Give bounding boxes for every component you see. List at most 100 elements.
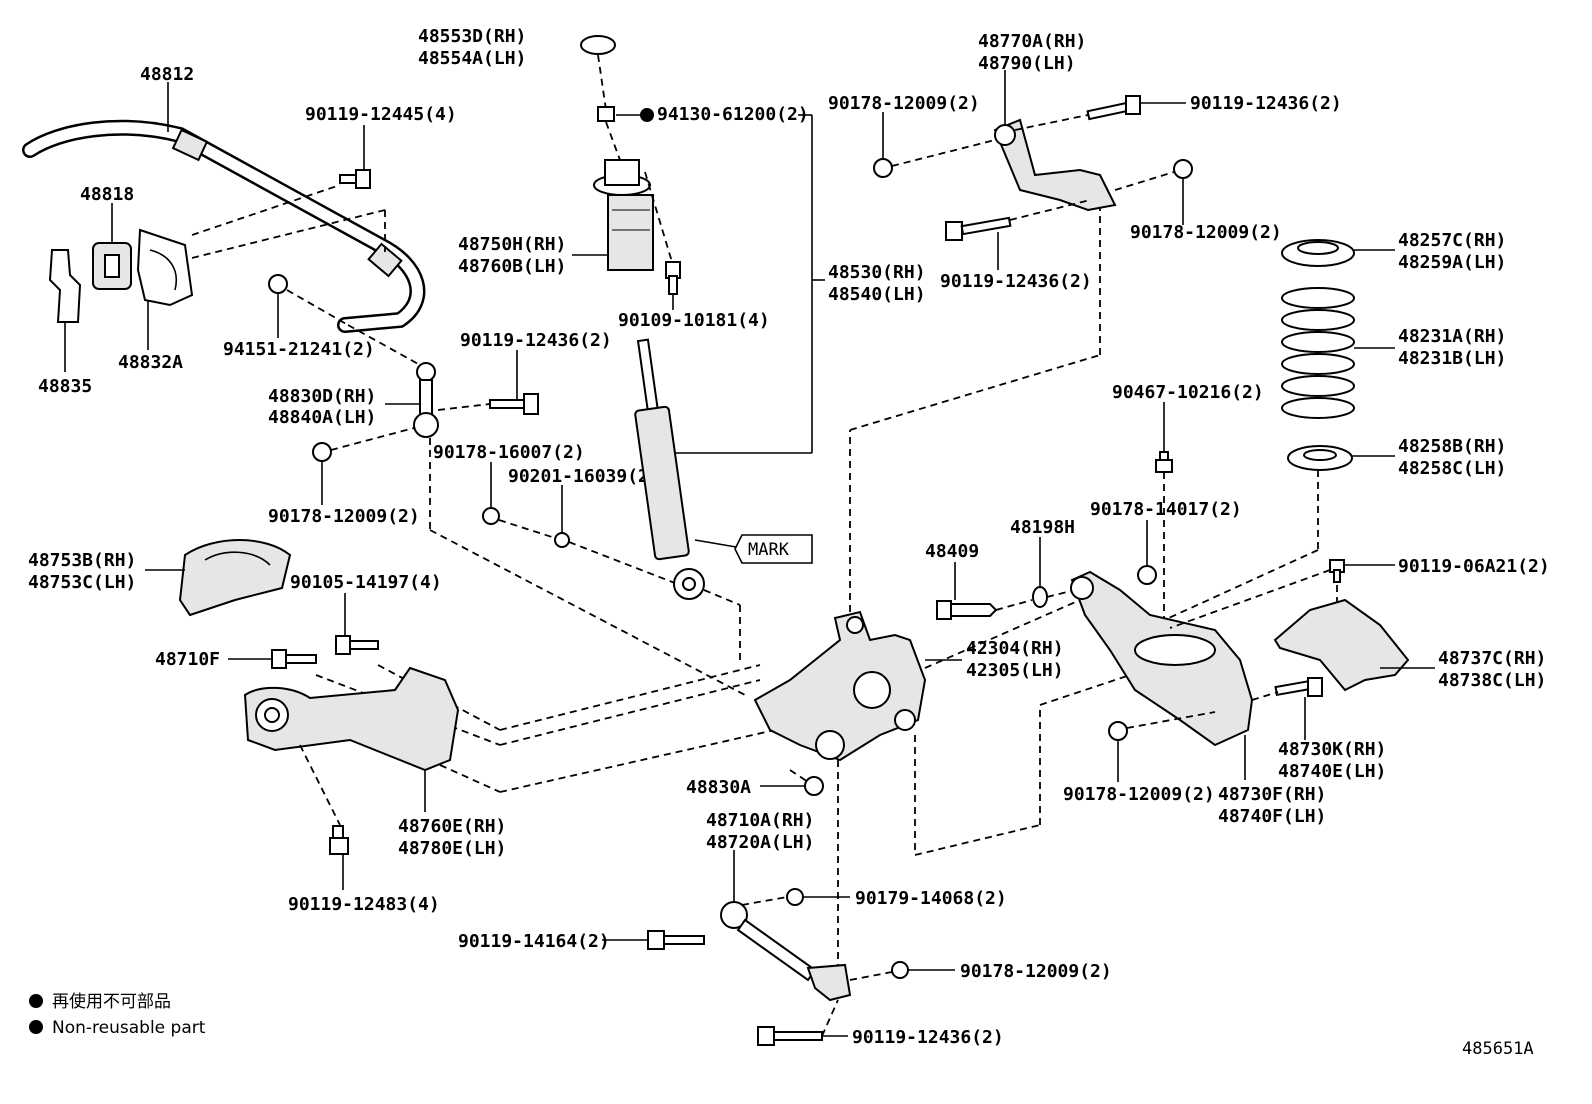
- label-48835: 48835: [38, 376, 92, 397]
- upper-arm-48770A: [993, 118, 1117, 212]
- label-48770A: 48770A(RH): [978, 31, 1086, 52]
- label-48753B: 48753B(RH): [28, 550, 136, 571]
- label-90178-14017: 90178-14017(2): [1090, 499, 1242, 520]
- link-48710A: [720, 901, 852, 1002]
- nut-90178-12009-b: [891, 961, 909, 979]
- label-48738C: 48738C(LH): [1438, 670, 1546, 691]
- coil-spring-48231A: [1281, 287, 1355, 419]
- label-48720A: 48720A(LH): [706, 832, 814, 853]
- label-mark: MARK: [748, 540, 790, 560]
- label-42304: 42304(RH): [966, 638, 1064, 659]
- lower-arm-48760E: [243, 666, 460, 772]
- seat-48258B: [1287, 445, 1353, 471]
- nut-94151-21241: [268, 274, 288, 294]
- bolt-48710F: [271, 649, 317, 669]
- stabilizer-link-48830D: [413, 362, 439, 438]
- label-48710A: 48710A(RH): [706, 810, 814, 831]
- label-48231A: 48231A(RH): [1398, 326, 1506, 347]
- nut-90178-14017: [1137, 565, 1157, 585]
- nut-90178-12009-a: [312, 442, 332, 462]
- label-48231B: 48231B(LH): [1398, 348, 1506, 369]
- label-48259A: 48259A(LH): [1398, 252, 1506, 273]
- carrier-42304: [753, 610, 927, 762]
- shock-absorber-48530: [634, 338, 705, 600]
- label-48750H: 48750H(RH): [458, 234, 566, 255]
- label-90105-14197: 90105-14197(4): [290, 572, 442, 593]
- legend-dot-icon: [29, 1020, 43, 1034]
- label-90109-10181: 90109-10181(4): [618, 310, 770, 331]
- label-90119-12445: 90119-12445(4): [305, 104, 457, 125]
- label-90178-12009-a: 90178-12009(2): [268, 506, 420, 527]
- label-48753C: 48753C(LH): [28, 572, 136, 593]
- label-90179-14068: 90179-14068(2): [855, 888, 1007, 909]
- label-48818: 48818: [80, 184, 134, 205]
- label-90178-12009-b: 90178-12009(2): [960, 961, 1112, 982]
- label-48780E: 48780E(LH): [398, 838, 506, 859]
- nut-90178-12009-d: [1173, 159, 1193, 179]
- label-90119-12483: 90119-12483(4): [288, 894, 440, 915]
- label-48258C: 48258C(LH): [1398, 458, 1506, 479]
- nut-94130-61200: [597, 106, 615, 122]
- dust-boot-48750H: [593, 159, 654, 271]
- nut-90178-12009-e: [1108, 721, 1128, 741]
- nut-90178-16007: [482, 507, 500, 525]
- washer-90201-16039: [554, 532, 570, 548]
- label-48737C: 48737C(RH): [1438, 648, 1546, 669]
- label-48553D: 48553D(RH): [418, 26, 526, 47]
- label-90178-12009-d: 90178-12009(2): [1130, 222, 1282, 243]
- label-90119-12436-b: 90119-12436(2): [852, 1027, 1004, 1048]
- label-90178-16007: 90178-16007(2): [433, 442, 585, 463]
- label-48740E: 48740E(LH): [1278, 761, 1386, 782]
- seat-48257C: [1281, 239, 1355, 267]
- bushing-48818: [92, 242, 132, 290]
- stabilizer-bar-48812: [22, 119, 426, 333]
- bolt-90467-10216: [1155, 451, 1173, 473]
- label-48409: 48409: [925, 541, 979, 562]
- bolt-90119-12436-a: [489, 393, 539, 415]
- label-48730K: 48730K(RH): [1278, 739, 1386, 760]
- bolt-90119-06A21: [1329, 559, 1345, 583]
- bolt-90119-14164: [647, 930, 705, 950]
- label-48710F: 48710F: [155, 649, 220, 670]
- label-90119-12436-c: 90119-12436(2): [1190, 93, 1342, 114]
- label-90119-14164: 90119-14164(2): [458, 931, 610, 952]
- bolt-90119-12445: [339, 169, 371, 189]
- label-48198H: 48198H: [1010, 517, 1075, 538]
- label-48258B: 48258B(RH): [1398, 436, 1506, 457]
- non-reusable-dot-icon: [640, 108, 654, 122]
- bolt-90119-12436-b: [757, 1026, 823, 1046]
- label-94130-61200: 94130-61200(2): [657, 104, 809, 125]
- bolt-90105-14197: [335, 635, 379, 655]
- label-90178-12009-e: 90178-12009(2): [1063, 784, 1215, 805]
- label-48530: 48530(RH): [828, 262, 926, 283]
- label-48740F: 48740F(LH): [1218, 806, 1326, 827]
- legend-dot-icon: [29, 994, 43, 1008]
- bracket-48835: [48, 249, 82, 323]
- label-48830D: 48830D(RH): [268, 386, 376, 407]
- label-48830A: 48830A: [686, 777, 751, 798]
- label-90201-16039: 90201-16039(2): [508, 466, 660, 487]
- bolt-90109-10181: [665, 261, 681, 295]
- mark-callout: MARK: [694, 534, 813, 564]
- label-48540: 48540(LH): [828, 284, 926, 305]
- label-94151-21241: 94151-21241(2): [223, 339, 375, 360]
- washer-48198H: [1032, 586, 1048, 608]
- nut-90179-14068: [786, 888, 804, 906]
- lower-arm-48730F: [1070, 570, 1254, 747]
- legend-jp: 再使用不可部品: [52, 991, 171, 1012]
- label-48554A: 48554A(LH): [418, 48, 526, 69]
- bolt-90119-12436-c: [1086, 95, 1141, 121]
- label-48760E: 48760E(RH): [398, 816, 506, 837]
- bolt-48730K: [1274, 677, 1323, 697]
- bracket-48832A: [136, 228, 194, 307]
- label-90178-12009-c: 90178-12009(2): [828, 93, 980, 114]
- label-48257C: 48257C(RH): [1398, 230, 1506, 251]
- nut-90178-12009-c: [873, 158, 893, 178]
- cover-48737C: [1273, 598, 1410, 692]
- label-48812: 48812: [140, 64, 194, 85]
- label-48832A: 48832A: [118, 352, 183, 373]
- label-90119-06A21: 90119-06A21(2): [1398, 556, 1550, 577]
- label-48840A: 48840A(LH): [268, 407, 376, 428]
